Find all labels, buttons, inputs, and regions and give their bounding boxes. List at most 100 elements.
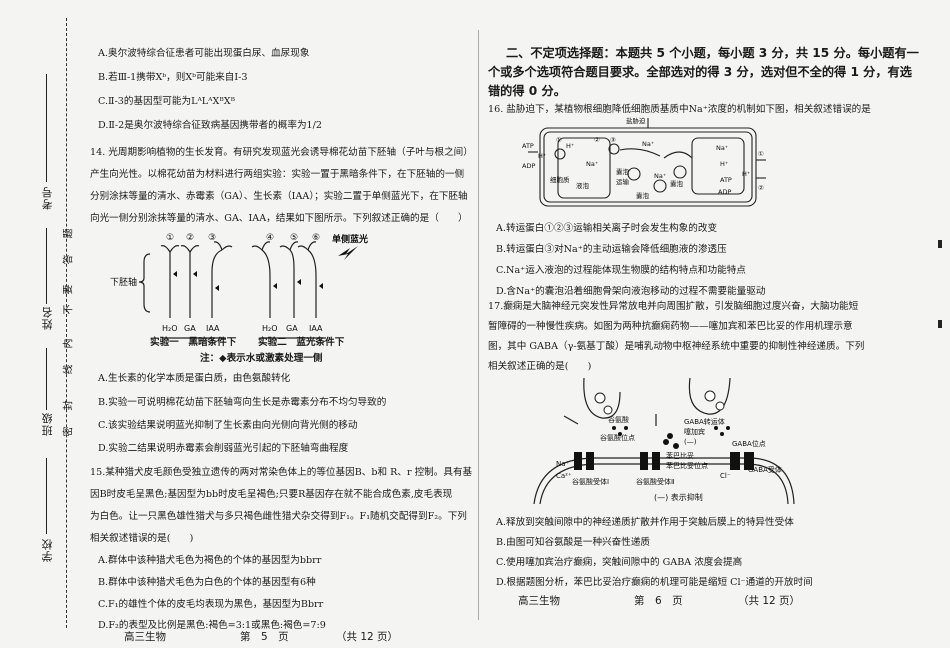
left-footer-subject: 高三生物 [124,631,166,643]
fig17-label: 苯巴比妥位点 [666,461,708,470]
fig16-label: ATP [522,142,534,150]
q15-stem-line: 为白色。让一只黑色雄性猎犬与多只褐色雌性猎犬杂交得到F₁。F₁随机交配得到F₂。… [90,511,467,522]
name-label: 姓名 [41,306,54,330]
fig16-label: 囊泡 [670,179,684,188]
school-label: 学校 [41,538,54,562]
fig17-label: 谷氨酸受体Ⅰ [572,477,609,486]
section2-heading: 二、不定项选择题：本题共 5 个小题，每小题 3 分，共 15 分。每小题有一 [506,46,919,60]
right-footer-subject: 高三生物 [518,595,560,607]
q14-option-a: A.生长素的化学本质是蛋白质，由色氨酸转化 [98,373,291,384]
fig14-hypocotyl-label: 下胚轴 [110,276,137,288]
fig14-light-label: 单侧蓝光 [332,233,368,245]
fig16-label: ADP [522,162,535,170]
fig16-label: ADP [718,188,731,196]
q17-option-c: C.使用噻加宾治疗癫痫，突触间隙中的 GABA 浓度会提高 [496,557,743,568]
q13-option-d: D.Ⅱ-2是奥尔波特综合征致病基因携带者的概率为1/2 [98,120,322,131]
q17-option-a: A.释放到突触间隙中的神经递质扩散并作用于突触后膜上的特异性受体 [496,517,794,528]
fig16-label: 运输 [616,177,630,186]
fig16-label: H⁺ [538,152,546,160]
figure-17-synapse: GABA转运体 噻加宾 (—) 谷氨酸 谷氨酸位点 苯巴比妥 苯巴比妥位点 GA… [533,377,795,505]
figure-14-seedlings: ① ② ③ ④ ⑤ ⑥ 单侧蓝光 下胚轴 H₂O GA IAA H₂O GA I… [110,233,368,339]
q15-option-b: B.群体中该种猎犬毛色为白色的个体的基因型有6种 [98,577,316,588]
fig17-label: Ca²⁺ [556,472,572,480]
right-footer-page: 第 6 页 [634,595,683,607]
q14-option-c: C.该实验结果说明蓝光抑制了生长素由向光侧向背光侧的移动 [98,420,358,431]
fig17-label: 噻加宾 [684,427,705,436]
fig17-label: 谷氨酸 [608,415,629,424]
fig16-label: H⁺ [742,170,750,178]
page-divider [478,30,479,620]
q16-option-a: A.转运蛋白①②③运输相关离子时会发生构象的改变 [496,223,718,234]
fig16-label: Na⁺ [716,144,728,152]
fig16-label: 液泡 [576,181,590,190]
left-footer-page: 第 5 页 [240,631,289,643]
school-blank[interactable] [46,458,47,534]
fig16-label: Na⁺ [642,140,654,148]
fig16-label: H⁺ [720,160,728,168]
fig16-title: 盐胁迫 [626,116,646,125]
fig16-label: ATP [720,176,732,184]
q14-stem-line: 产生向光性。以棉花幼苗为材料进行两组实验：实验一置于黑暗条件下，在下胚轴的一侧 [90,169,465,180]
q17-stem-line: 图，其中 GABA（γ-氨基丁酸）是哺乳动物中枢神经系统中重要的抑制性神经递质。… [488,341,865,352]
fig17-label: GABA位点 [732,439,766,448]
class-blank[interactable] [46,348,47,410]
fig16-label: ② [758,184,764,192]
name-blank[interactable] [46,228,47,304]
fig14-circled-number: ⑤ [290,233,298,243]
seal-char: 封 [63,400,75,411]
q17-stem-line: 暂障碍的一种慢性疾病。如图为两种抗癫痫药物——噻加宾和苯巴比妥的作用机理示意 [488,321,853,332]
fig16-label: H⁺ [566,142,574,150]
edge-mark [938,240,942,248]
q15-option-d: D.F₂的表型及比例是黑色:褐色=3:1或黑色:褐色=7:9 [98,620,326,631]
q17-option-b: B.由图可知谷氨酸是一种兴奋性递质 [496,537,651,548]
fig16-label: ① [556,136,562,144]
seal-char: 内 [63,338,75,349]
fig14-circled-number: ② [186,233,194,243]
fig14-circled-number: ⑥ [312,233,320,243]
fig14-treatment: IAA [309,324,323,333]
left-page: A.奥尔波特综合征患者可能出现蛋白尿、血尿现象 B.若Ⅲ-1携带Xᵇ，则Xᵇ可能… [90,0,475,648]
fig16-label: ② [594,136,600,144]
q13-option-a: A.奥尔波特综合征患者可能出现蛋白尿、血尿现象 [98,48,310,59]
fig14-treatment: H₂O [262,324,278,333]
edge-mark [938,320,942,328]
q13-option-b: B.若Ⅲ-1携带Xᵇ，则Xᵇ可能来自Ⅰ-3 [98,72,248,83]
q14-option-b: B.实验一可说明棉花幼苗下胚轴弯向生长是赤霉素分布不均匀导致的 [98,397,387,408]
q17-option-d: D.根据题图分析，苯巴比妥治疗癫痫的机理可能是缩短 Cl⁻通道的开放时间 [496,577,813,588]
class-label: 班级 [41,412,54,436]
q15-option-c: C.F₁的雄性个体的皮毛均表现为黑色，基因型为Bbrr [98,599,324,610]
fig16-label: ③ [610,136,616,144]
figure-16-root-cell: 盐胁迫 ATP H⁺ ADP H⁺ 细胞质 液泡 ① ② ③ Na⁺ Na⁺ 囊… [522,116,766,207]
q14-stem-line: 分别涂抹等量的清水、赤霉素（GA）、生长素（IAA）；实验二置于单侧蓝光下，在下… [90,191,468,202]
fig16-label: 囊泡 [616,167,630,176]
fig17-label: GABA受体 [748,465,782,474]
fig14-circled-number: ③ [208,233,216,243]
fig14-circled-number: ④ [266,233,274,243]
fig17-label: GABA转运体 [684,417,725,426]
fig16-label: 囊泡 [636,191,650,200]
q14-stem-line: 14. 光周期影响植物的生长发育。有研究发现蓝光会诱导棉花幼苗下胚轴（子叶与根之… [90,147,473,158]
exam-number-blank[interactable] [46,74,47,182]
fig17-label: 谷氨酸受体Ⅱ [636,477,674,486]
fig17-label: 苯巴比妥 [666,451,694,460]
q17-stem-line: 17.癫痫是大脑神经元突发性异常放电并向周围扩散，引发脑细胞过度兴奋，大脑功能短 [488,301,859,312]
fig17-label: 谷氨酸位点 [600,433,635,442]
fig16-label: ① [758,150,764,158]
q16-option-b: B.转运蛋白③对Na⁺的主动运输会降低细胞液的渗透压 [496,244,727,255]
seal-char: 题 [63,228,75,239]
fig17-legend: (—) 表示抑制 [654,492,703,502]
fig14-note: 注：◆表示水或激素处理一侧 [200,353,323,364]
binding-strip: 考号 姓名 班级 学校 题 答 要 不 内 线 封 密 [0,0,84,648]
binding-dashed-line [66,18,67,628]
seal-char: 不 [63,304,75,315]
q15-stem-line: 因B时皮毛呈黑色;基因型为bb时皮毛呈褐色;只要R基因存在就不能合成色素,皮毛表… [90,489,453,500]
q14-stem-line: 向光一侧分别涂抹等量的清水、GA、IAA，结果如下图所示。下列叙述正确的是（ ） [90,213,468,224]
fig16-label: Na⁺ [586,160,598,168]
fig14-treatment: IAA [206,324,220,333]
fig14-exp2-label: 实验二 蓝光条件下 [258,337,345,348]
seal-char: 线 [63,364,75,375]
fig16-label: Na⁺ [654,172,666,180]
fig14-circled-number: ① [166,233,174,243]
q17-stem-line: 相关叙述正确的是( ) [488,361,592,372]
q15-stem-line: 相关叙述错误的是( ) [90,533,194,544]
